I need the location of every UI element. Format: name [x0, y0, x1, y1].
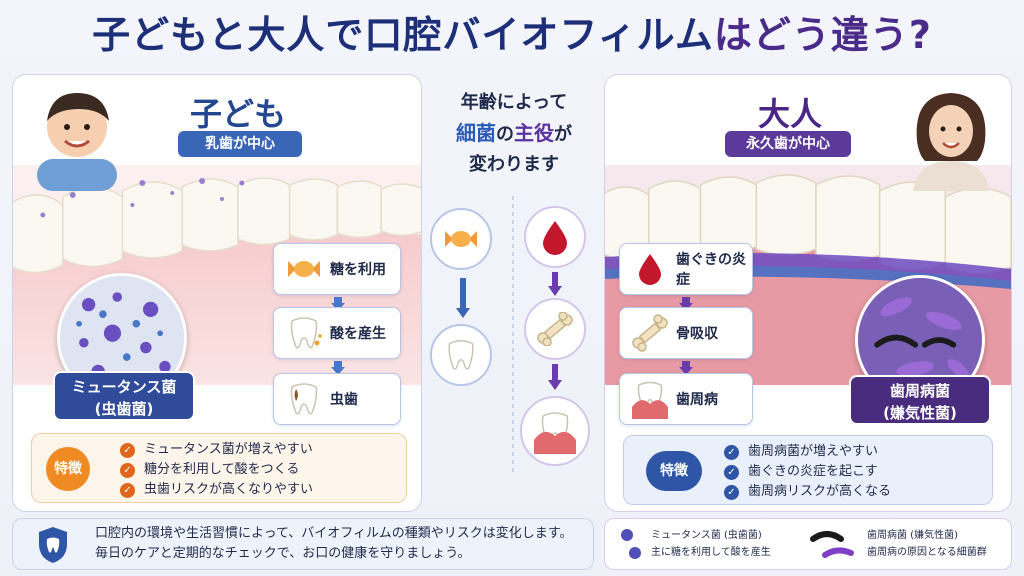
feature-text: 歯ぐきの炎症を起こす — [748, 464, 878, 479]
adult-feature-list: ✓ 歯周病菌が増えやすい ✓ 歯ぐきの炎症を起こす ✓ 歯周病リスクが高くなる — [724, 442, 891, 502]
adult-avatar — [913, 93, 989, 191]
child-feature-list: ✓ ミュータンス菌が増えやすい ✓ 糖分を利用して酸をつくる ✓ 虫歯リスクが高くなり… — [120, 440, 313, 500]
list-item: ✓ 歯周病菌が増えやすい — [724, 442, 891, 462]
mutans-label-sub: (虫歯菌) — [94, 400, 154, 418]
feature-text: 歯周病リスクが高くなる — [748, 484, 892, 499]
feature-text: 糖分を利用して酸をつくる — [144, 462, 300, 477]
check-icon: ✓ — [120, 482, 135, 498]
legend-perio-name: 歯周病菌 (嫌気性菌) — [867, 530, 958, 541]
page-title: 子どもと大人で口腔バイオフィルムはどう違う? — [0, 6, 1024, 64]
title-main: 子どもと大人で口腔バイオフィルム — [92, 13, 714, 57]
list-item: ✓ 糖分を利用して酸をつくる — [120, 460, 313, 480]
child-feature-badge: 特徴 — [46, 447, 90, 491]
center-candy-circle — [430, 208, 492, 270]
check-icon: ✓ — [120, 462, 135, 478]
footer-line-2: 毎日のケアと定期的なチェックで、お口の健康を守りましょう。 — [95, 546, 471, 561]
list-item: ✓ 歯ぐきの炎症を起こす — [724, 462, 891, 482]
center-arrow-adult-2 — [548, 364, 562, 390]
child-flow-step-3: 虫歯 — [273, 373, 401, 425]
child-flow-arrow-2 — [331, 361, 345, 375]
mutans-label-name: ミュータンス菌 — [71, 378, 177, 396]
center-divider — [512, 196, 514, 476]
periodontal-label: 歯周病菌 (嫌気性菌) — [849, 375, 991, 425]
legend-perio-desc: 歯周病の原因となる細菌群 — [867, 547, 987, 558]
adult-flow-step-3: 歯周病 — [619, 373, 753, 425]
periodontal-legend-icon — [810, 531, 854, 558]
center-word-ga: が — [554, 124, 572, 145]
child-feature-box: 特徴 ✓ ミュータンス菌が増えやすい ✓ 糖分を利用して酸をつくる ✓ 虫歯リスクが高… — [31, 433, 407, 503]
bone-icon — [632, 314, 668, 352]
periodontal-tooth-icon — [534, 412, 576, 454]
center-line-2: 細菌の主役が — [432, 118, 596, 150]
list-item: ✓ ミュータンス菌が増えやすい — [120, 440, 313, 460]
legend-periodontal: 歯周病菌 (嫌気性菌) 歯周病の原因となる細菌群 — [867, 527, 987, 561]
adult-flow-step-2-label: 骨吸収 — [676, 326, 718, 342]
center-line-1: 年齢によって — [460, 92, 568, 113]
adult-flow-step-2: 骨吸収 — [619, 307, 753, 359]
footer-note: 口腔内の環境や生活習慣によって、バイオフィルムの種類やリスクは変化します。 毎日… — [12, 518, 594, 570]
center-gum-tooth-circle — [520, 396, 590, 466]
footer-line-1: 口腔内の環境や生活習慣によって、バイオフィルムの種類やリスクは変化します。 — [95, 526, 573, 541]
check-icon: ✓ — [724, 464, 739, 480]
child-subtitle-pill: 乳歯が中心 — [178, 131, 302, 157]
center-tooth-circle — [430, 324, 492, 386]
child-flow-step-3-label: 虫歯 — [330, 392, 358, 408]
adult-flow-step-1: 歯ぐきの炎症 — [619, 243, 753, 295]
child-flow-arrow-1 — [331, 297, 345, 311]
title-accent: はどう違う? — [713, 13, 932, 57]
feature-text: 歯周病菌が増えやすい — [748, 444, 879, 459]
decayed-tooth-icon — [290, 383, 318, 415]
check-icon: ✓ — [120, 442, 135, 458]
shield-tooth-icon — [39, 527, 67, 563]
legend-mutans: ミュータンス菌 (虫歯菌) 主に糖を利用して酸を産生 — [651, 527, 771, 561]
center-word-main: 主役 — [514, 121, 554, 145]
blood-drop-icon — [543, 221, 567, 255]
healthy-tooth-icon — [448, 340, 474, 370]
feature-text: 虫歯リスクが高くなりやすい — [144, 482, 314, 497]
child-avatar — [37, 93, 117, 191]
adult-flow-step-3-label: 歯周病 — [676, 392, 718, 408]
adult-flow-arrow-2 — [679, 361, 693, 375]
footer-text: 口腔内の環境や生活習慣によって、バイオフィルムの種類やリスクは変化します。 毎日… — [95, 524, 573, 564]
center-word-no: の — [496, 124, 514, 145]
center-arrow-child — [456, 278, 470, 318]
list-item: ✓ 虫歯リスクが高くなりやすい — [120, 480, 313, 500]
child-flow-step-1-label: 糖を利用 — [330, 262, 386, 278]
center-blood-circle — [524, 206, 586, 268]
child-title: 子ども — [189, 95, 286, 133]
periodontal-label-name: 歯周病菌 — [889, 382, 950, 400]
child-flow-step-2: 酸を産生 — [273, 307, 401, 359]
child-flow-step-1: 糖を利用 — [273, 243, 401, 295]
periodontal-tooth-icon — [632, 381, 668, 419]
blood-drop-icon — [639, 254, 661, 285]
adult-feature-box: 特徴 ✓ 歯周病菌が増えやすい ✓ 歯ぐきの炎症を起こす ✓ 歯周病リスクが高くなる — [623, 435, 993, 505]
center-bone-circle — [524, 298, 586, 360]
mutans-label: ミュータンス菌 (虫歯菌) — [53, 371, 195, 421]
list-item: ✓ 歯周病リスクが高くなる — [724, 482, 891, 502]
adult-subtitle-pill: 永久歯が中心 — [725, 131, 851, 157]
child-flow-step-2-label: 酸を産生 — [330, 326, 386, 342]
periodontal-label-sub: (嫌気性菌) — [883, 404, 957, 422]
check-icon: ✓ — [724, 484, 739, 500]
feature-text: ミュータンス菌が増えやすい — [144, 442, 313, 457]
adult-panel: 大人 永久歯が中心 歯ぐきの炎症 骨吸収 歯周病 歯周病菌 (嫌気性菌) — [604, 74, 1012, 512]
adult-feature-badge: 特徴 — [646, 451, 702, 491]
bone-icon — [537, 312, 573, 346]
tooth-acid-icon — [290, 317, 322, 349]
mutans-legend-icon — [621, 529, 641, 559]
center-message: 年齢によって 細菌の主役が 変わります — [432, 88, 596, 180]
center-word-bacteria: 細菌 — [456, 121, 496, 145]
child-panel: 子ども 乳歯が中心 ミュータンス菌 (虫歯菌) 糖を利用 酸を産生 — [12, 74, 422, 512]
legend-mutans-desc: 主に糖を利用して酸を産生 — [651, 547, 771, 558]
adult-flow-step-1-label: 歯ぐきの炎症 — [676, 252, 746, 288]
legend-mutans-name: ミュータンス菌 (虫歯菌) — [651, 530, 762, 541]
center-arrow-adult-1 — [548, 272, 562, 296]
legend-box: ミュータンス菌 (虫歯菌) 主に糖を利用して酸を産生 歯周病菌 (嫌気性菌) 歯… — [604, 518, 1012, 570]
center-line-3: 変わります — [469, 154, 559, 175]
candy-icon — [288, 261, 320, 277]
adult-flow-arrow-1 — [679, 297, 693, 311]
check-icon: ✓ — [724, 444, 739, 460]
candy-icon — [445, 231, 477, 247]
adult-title: 大人 — [757, 95, 822, 133]
